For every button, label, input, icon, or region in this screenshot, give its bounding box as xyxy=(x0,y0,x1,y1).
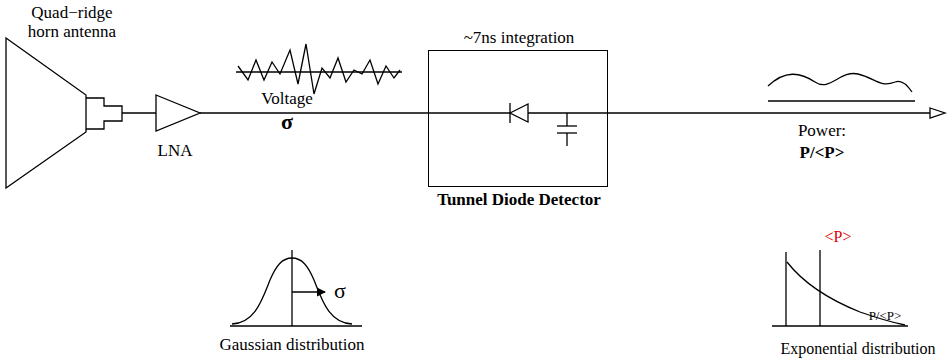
box-heading: ~7ns integration xyxy=(464,29,575,48)
capacitor-plate xyxy=(557,125,577,126)
caption-label: Voltage xyxy=(261,90,313,109)
caption-label: Gaussian distribution xyxy=(220,336,365,355)
caption-label: P/<P> xyxy=(800,144,845,163)
sigma-symbol: σ xyxy=(281,110,293,134)
sigma-symbol: σ xyxy=(334,279,346,303)
power-waveform xyxy=(768,74,912,92)
caption-label: LNA xyxy=(158,142,193,161)
detector-box: ~7ns integrationTunnel Diode Detector xyxy=(428,50,608,187)
wire xyxy=(122,112,156,113)
axis xyxy=(230,325,362,326)
gaussian-curve xyxy=(232,258,352,324)
caption-label: Exponential distribution xyxy=(780,340,935,358)
capacitor-lead xyxy=(566,133,567,146)
signal-line xyxy=(200,112,930,113)
caption-label: P/<P> xyxy=(869,309,902,323)
caption-label: Quad−ridge horn antenna xyxy=(18,4,126,41)
diode-symbol xyxy=(510,104,528,122)
exponential-curve xyxy=(787,262,905,325)
sigma-arrow xyxy=(292,291,325,292)
box-title: Tunnel Diode Detector xyxy=(437,191,601,210)
output-arrowhead xyxy=(930,108,945,118)
horn-feed xyxy=(86,98,122,129)
axis xyxy=(785,252,786,326)
lna-amplifier xyxy=(156,95,200,131)
mean-marker xyxy=(819,250,820,326)
axis xyxy=(772,325,908,326)
capacitor-lead xyxy=(566,113,567,126)
axis xyxy=(291,250,292,326)
horn-antenna xyxy=(6,38,86,188)
caption-label: Power: xyxy=(798,122,846,141)
waveform-baseline xyxy=(768,100,915,101)
mean-label: <P> xyxy=(825,228,852,246)
noise-waveform xyxy=(238,44,400,94)
